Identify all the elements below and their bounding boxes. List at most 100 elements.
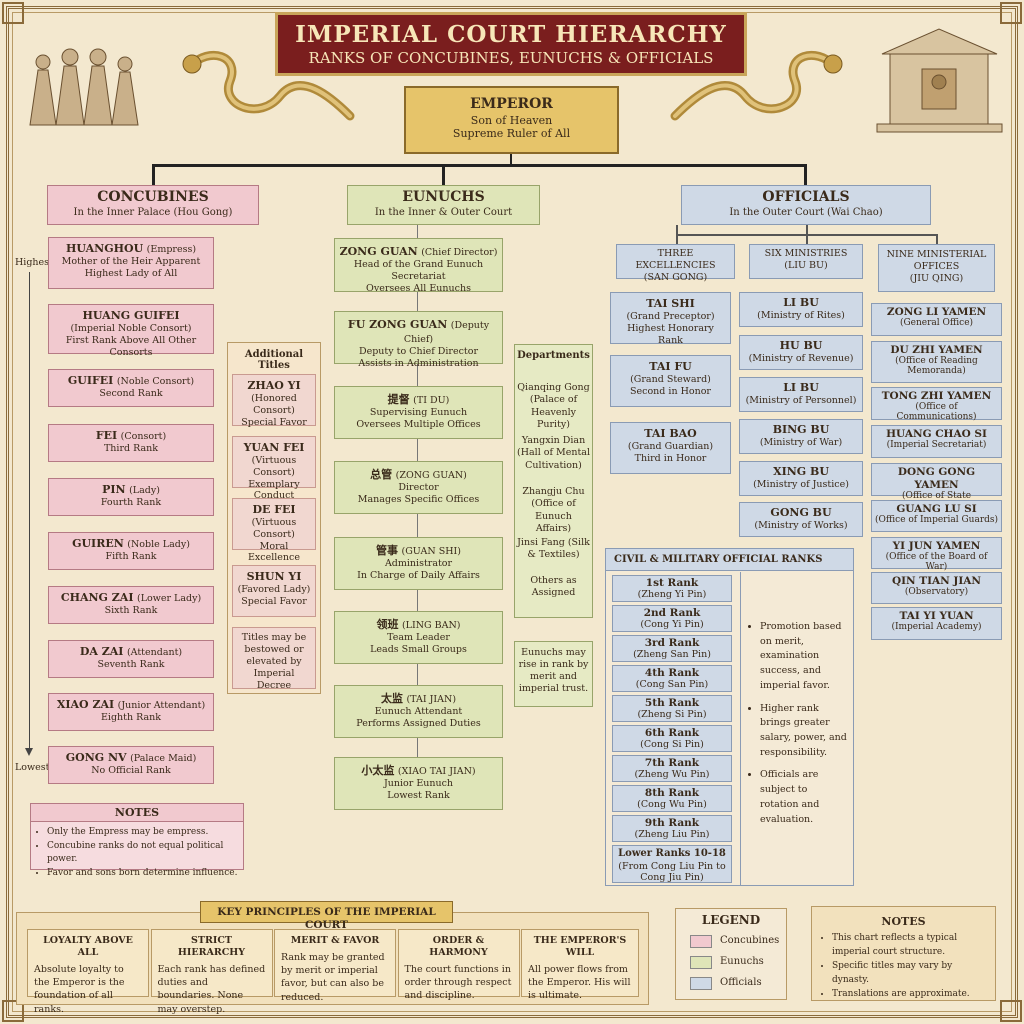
legend-label: Officials xyxy=(720,977,762,988)
departments-note: Eunuchs may rise in rank by merit and im… xyxy=(514,641,593,707)
legend-swatch xyxy=(690,977,712,990)
corner-ornament xyxy=(1000,1000,1022,1022)
concubine-notes-list: Only the Empress may be empress. Concubi… xyxy=(31,822,243,880)
ministry-box: GONG BU(Ministry of Works) xyxy=(739,502,863,537)
page-subtitle: RANKS OF CONCUBINES, EUNUCHS & OFFICIALS xyxy=(308,49,714,67)
eunuch-rank-box: FU ZONG GUAN (Deputy Chief)Deputy to Chi… xyxy=(334,311,503,369)
ministerial-office-box: GUANG LU SI(Office of Imperial Guards) xyxy=(871,500,1002,532)
eunuch-rank-box: ZONG GUAN (Chief Director)Head of the Gr… xyxy=(334,238,503,294)
principles-title: KEY PRINCIPLES OF THE IMPERIAL COURT xyxy=(200,901,453,931)
throne-hall-icon xyxy=(872,24,1007,136)
additional-title-box: SHUN YI(Favored Lady)Special Favor xyxy=(232,565,316,617)
corner-ornament xyxy=(1000,2,1022,24)
eunuchs-header: EUNUCHS In the Inner & Outer Court xyxy=(347,185,540,225)
legend-swatch xyxy=(690,935,712,948)
emperor-line: Supreme Ruler of All xyxy=(452,127,571,141)
concubine-rank-box: FEI (Consort)Third Rank xyxy=(48,424,214,462)
department-item: Zhangju Chu (Office of Eunuch Affairs) xyxy=(522,486,585,535)
ministerial-office-box: HUANG CHAO SI(Imperial Secretariat) xyxy=(871,425,1002,458)
legend-swatch xyxy=(690,956,712,969)
ministry-box: XING BU(Ministry of Justice) xyxy=(739,461,863,496)
corner-ornament xyxy=(2,1000,24,1022)
legend-label: Eunuchs xyxy=(720,956,764,967)
concubine-rank-box: CHANG ZAI (Lower Lady)Sixth Rank xyxy=(48,586,214,624)
nine-offices-header: NINE MINISTERIAL OFFICES (JIU QING) xyxy=(878,244,995,292)
arrow-down-icon xyxy=(25,748,33,756)
dragon-icon xyxy=(665,36,855,136)
department-item: Jinsi Fang (Silk & Textiles) xyxy=(517,537,590,561)
ministerial-office-box: TONG ZHI YAMEN(Office of Communications) xyxy=(871,387,1002,422)
departments-panel: Departments xyxy=(514,344,593,618)
additional-title-box: YUAN FEI(Virtuous Consort)Exemplary Cond… xyxy=(232,436,316,501)
department-item: Qianqing Gong (Palace of Heavenly Purity… xyxy=(517,382,590,431)
concubine-rank-box: HUANG GUIFEI (Imperial Noble Consort)Fir… xyxy=(48,304,214,358)
civil-rank-box: 4th Rank(Cong San Pin) xyxy=(612,665,732,692)
ministerial-office-box: DONG GONG YAMEN(Office of State Ceremoni… xyxy=(871,463,1002,511)
emperor-box: EMPEROR Son of Heaven Supreme Ruler of A… xyxy=(404,86,619,154)
rank-axis xyxy=(29,272,30,752)
ministerial-office-box: TAI YI YUAN(Imperial Academy) xyxy=(871,607,1002,640)
concubine-rank-box: GONG NV (Palace Maid)No Official Rank xyxy=(48,746,214,784)
ministerial-office-box: ZONG LI YAMEN(General Office) xyxy=(871,303,1002,336)
excellency-box: TAI SHI(Grand Preceptor)Highest Honorary… xyxy=(610,292,731,346)
lower-ranks: Lower Ranks 10-18 (From Cong Liu Pin to … xyxy=(612,845,732,883)
civil-rank-box: 3rd Rank(Zheng San Pin) xyxy=(612,635,732,662)
additional-title-box: DE FEI(Virtuous Consort)Moral Excellence xyxy=(232,498,316,563)
excellency-box: TAI BAO(Grand Guardian)Third in Honor xyxy=(610,422,731,474)
general-notes-panel: NOTES This chart reflects a typical impe… xyxy=(811,906,996,1001)
court-figures-icon xyxy=(20,30,150,130)
concubine-rank-box: GUIREN (Noble Lady)Fifth Rank xyxy=(48,532,214,570)
outer-frame xyxy=(6,6,1018,1018)
general-notes-list: This chart reflects a typical imperial c… xyxy=(812,928,995,1002)
concubine-rank-box: HUANGHOU (Empress)Mother of the Heir App… xyxy=(48,237,214,289)
dragon-icon xyxy=(170,36,360,136)
emperor-title: EMPEROR xyxy=(470,96,553,112)
header-banner: IMPERIAL COURT HIERARCHY RANKS OF CONCUB… xyxy=(275,12,747,76)
emperor-line: Son of Heaven xyxy=(470,113,553,127)
civil-rank-box: 8th Rank(Cong Wu Pin) xyxy=(612,785,732,812)
civil-rank-box: 2nd Rank(Cong Yi Pin) xyxy=(612,605,732,632)
excellency-box: TAI FU(Grand Steward)Second in Honor xyxy=(610,355,731,407)
concubine-rank-box: PIN (Lady)Fourth Rank xyxy=(48,478,214,516)
concubine-rank-box: XIAO ZAI (Junior Attendant)Eighth Rank xyxy=(48,693,214,731)
ministerial-office-box: QIN TIAN JIAN(Observatory) xyxy=(871,572,1002,604)
civil-ranks-bullets: Promotion based on merit, examination su… xyxy=(748,620,848,827)
axis-highest: Highest xyxy=(15,257,53,268)
civil-rank-box: 9th Rank(Zheng Liu Pin) xyxy=(612,815,732,842)
civil-rank-box: 5th Rank(Zheng Si Pin) xyxy=(612,695,732,722)
additional-titles-note: Titles may be bestowed or elevated by Im… xyxy=(232,627,316,691)
ministry-box: LI BU(Ministry of Rites) xyxy=(739,292,863,327)
ministerial-office-box: YI JUN YAMEN(Office of the Board of War) xyxy=(871,537,1002,572)
civil-rank-box: 6th Rank(Cong Si Pin) xyxy=(612,725,732,752)
ministry-box: BING BU(Ministry of War) xyxy=(739,419,863,454)
department-item: Others as Assigned xyxy=(530,575,577,599)
six-ministries-header: SIX MINISTRIES (LIU BU) xyxy=(749,244,863,279)
officials-header: OFFICIALS In the Outer Court (Wai Chao) xyxy=(681,185,931,225)
civil-rank-box: 1st Rank(Zheng Yi Pin) xyxy=(612,575,732,602)
axis-lowest: Lowest xyxy=(15,762,50,773)
concubines-header: CONCUBINES In the Inner Palace (Hou Gong… xyxy=(47,185,259,225)
civil-rank-box: 7th Rank(Zheng Wu Pin) xyxy=(612,755,732,782)
ministerial-office-box: DU ZHI YAMEN(Office of Reading Memoranda… xyxy=(871,341,1002,383)
ministry-box: LI BU(Ministry of Personnel) xyxy=(739,377,863,412)
department-item: Yangxin Dian (Hall of Mental Cultivation… xyxy=(517,435,590,471)
concubine-rank-box: DA ZAI (Attendant)Seventh Rank xyxy=(48,640,214,678)
corner-ornament xyxy=(2,2,24,24)
legend-label: Concubines xyxy=(720,935,780,946)
three-excellencies-header: THREE EXCELLENCIES (SAN GONG) xyxy=(616,244,735,283)
concubine-rank-box: GUIFEI (Noble Consort)Second Rank xyxy=(48,369,214,407)
ministry-box: HU BU(Ministry of Revenue) xyxy=(739,335,863,370)
additional-title-box: ZHAO YI(Honored Consort)Special Favor xyxy=(232,374,316,428)
page-title: IMPERIAL COURT HIERARCHY xyxy=(295,21,727,48)
